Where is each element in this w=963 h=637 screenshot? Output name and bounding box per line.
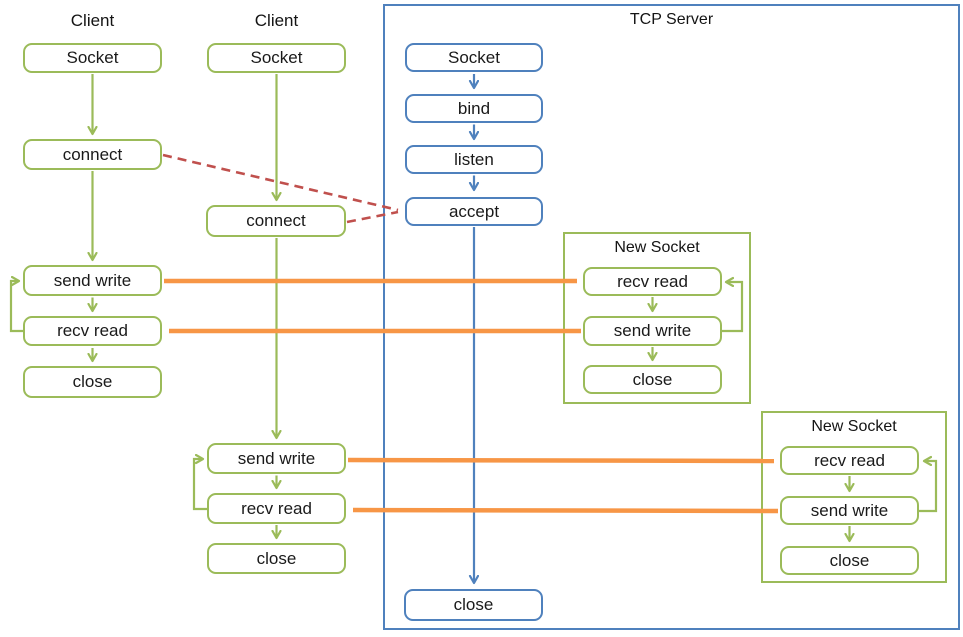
ns1-send-write-node: send write [583,316,722,346]
client1-send-write-label: send write [53,270,132,290]
tcp-server-title: TCP Server [629,11,714,28]
new-socket1-title: New Socket [614,239,700,256]
client1-connect-node: connect [23,139,162,170]
client1-recv-read-node: recv read [23,316,162,346]
client2-recv-read-label: recv read [241,498,312,518]
client2-connect-node: connect [206,205,346,237]
client1-socket-label: Socket [66,48,119,67]
arrow-client2-recv-loop-send [192,459,207,511]
arrow-ns1-send-loop-recv [722,282,744,333]
client1-connect-label: connect [62,144,123,164]
server-bind-node: bind [405,94,543,123]
server-accept-label: accept [448,201,500,221]
ns2-close-label: close [829,550,870,570]
client1-title: Client [70,11,115,30]
client1-close-label: close [72,372,113,391]
client1-close-node: close [23,366,162,398]
server-socket-label: Socket [448,47,500,67]
tcp-server-box: TCP Server [383,4,960,630]
ns2-close-node: close [780,546,919,575]
server-listen-label: listen [454,149,494,169]
ns1-recv-read-label: recv read [617,271,688,291]
client2-recv-read-node: recv read [207,493,346,524]
arrow-client2-connect-to-accept [346,210,399,224]
ns1-recv-read-node: recv read [583,267,722,296]
server-bind-label: bind [457,98,491,118]
client2-connect-label: connect [246,211,306,230]
client2-socket-label: Socket [250,48,303,67]
ns2-recv-read-node: recv read [780,446,919,475]
client2-socket-node: Socket [207,43,346,73]
client1-send-write-node: send write [23,265,162,296]
server-close-node: close [404,589,543,621]
server-close-label: close [453,595,494,614]
arrow-client1-connect-to-accept [162,153,399,212]
server-socket-node: Socket [405,43,543,72]
client1-socket-node: Socket [23,43,162,73]
ns1-close-label: close [632,369,673,389]
ns1-send-write-label: send write [613,321,692,340]
server-listen-node: listen [405,145,543,174]
client2-close-node: close [207,543,346,574]
ns2-recv-read-label: recv read [814,450,885,470]
arrow-ns2-send-loop-recv [919,461,938,513]
client2-title: Client [254,11,299,30]
client2-send-write-node: send write [207,443,346,474]
client2-close-label: close [256,548,297,568]
arrow-client1-recv-loop-send [9,281,23,333]
ns1-close-node: close [583,365,722,394]
new-socket2-title: New Socket [811,418,897,435]
arrow-client2-send-to-ns2-recv [347,457,775,464]
client2-send-write-label: send write [237,448,316,468]
server-accept-node: accept [405,197,543,226]
arrow-ns2-send-to-client2-recv [352,507,779,514]
ns2-send-write-label: send write [810,500,889,520]
client1-recv-read-label: recv read [57,321,128,340]
ns2-send-write-node: send write [780,496,919,525]
